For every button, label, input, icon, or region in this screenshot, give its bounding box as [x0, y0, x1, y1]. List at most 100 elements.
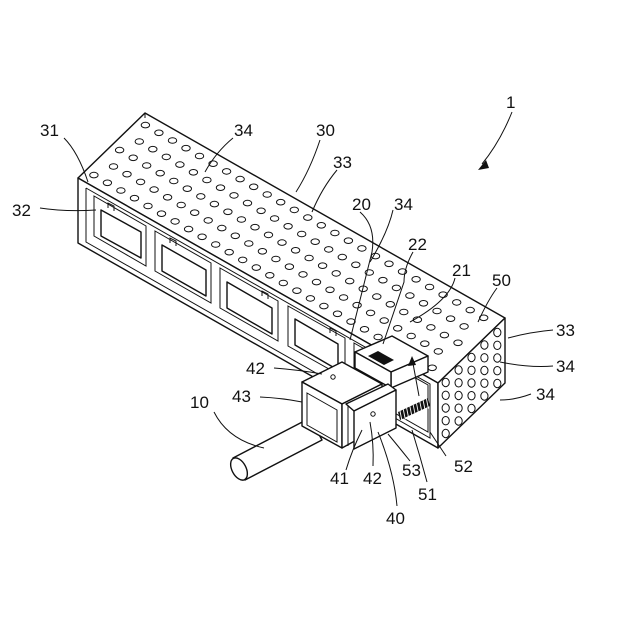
- vent-hole: [198, 234, 206, 240]
- vent-hole: [218, 225, 226, 231]
- vent-hole: [298, 231, 306, 237]
- label-10: 10: [190, 393, 209, 412]
- vent-hole: [468, 392, 475, 400]
- vent-hole: [293, 288, 301, 294]
- vent-hole: [177, 202, 185, 208]
- vent-hole: [433, 308, 441, 314]
- vent-hole: [481, 366, 488, 374]
- vent-hole: [183, 186, 191, 192]
- vent-hole: [224, 209, 232, 215]
- vent-hole: [258, 249, 266, 255]
- vent-hole: [239, 257, 247, 263]
- label-34-top: 34: [234, 121, 253, 140]
- vent-hole: [406, 293, 414, 299]
- vent-hole: [428, 365, 436, 371]
- vent-hole: [170, 178, 178, 184]
- vent-hole: [243, 200, 251, 206]
- vent-hole: [392, 285, 400, 291]
- vent-hole: [331, 230, 339, 236]
- vent-hole: [425, 284, 433, 290]
- ref-arrow-1: [478, 112, 512, 170]
- vent-hole: [453, 300, 461, 306]
- vent-hole: [299, 272, 307, 278]
- vent-hole: [304, 215, 312, 221]
- vent-hole: [266, 273, 274, 279]
- vent-hole: [442, 404, 449, 412]
- vent-hole: [184, 226, 192, 232]
- label-33-top: 33: [333, 153, 352, 172]
- vent-hole: [257, 208, 265, 214]
- vent-hole: [216, 185, 224, 191]
- vent-hole: [346, 278, 354, 284]
- vent-hole: [373, 294, 381, 300]
- label-34-mid: 34: [394, 195, 413, 214]
- vent-hole: [312, 279, 320, 285]
- vent-hole: [317, 223, 325, 229]
- vent-hole: [353, 302, 361, 308]
- label-33-right: 33: [556, 321, 575, 340]
- label-50: 50: [492, 271, 511, 290]
- vent-hole: [195, 153, 203, 159]
- vent-hole: [494, 328, 501, 336]
- vent-hole: [236, 176, 244, 182]
- vent-hole: [305, 255, 313, 261]
- vent-hole: [231, 233, 239, 239]
- vent-hole: [481, 341, 488, 349]
- label-21: 21: [452, 261, 471, 280]
- vent-hole: [182, 145, 190, 151]
- vent-hole: [191, 210, 199, 216]
- vent-hole: [245, 241, 253, 247]
- vent-hole: [407, 333, 415, 339]
- vent-hole: [325, 247, 333, 253]
- vent-hole: [494, 379, 501, 387]
- vent-hole: [212, 242, 220, 248]
- label-34-right1: 34: [556, 357, 575, 376]
- vent-hole: [427, 325, 435, 331]
- vent-hole: [326, 287, 334, 293]
- vent-hole: [162, 154, 170, 160]
- vent-hole: [352, 262, 360, 268]
- vent-hole: [468, 404, 475, 412]
- vent-hole: [279, 280, 287, 286]
- vent-hole: [455, 404, 462, 412]
- vent-hole: [442, 429, 449, 437]
- vent-hole: [494, 341, 501, 349]
- vent-hole: [222, 169, 230, 175]
- vent-hole: [291, 248, 299, 254]
- vent-hole: [129, 155, 137, 161]
- vent-hole: [225, 249, 233, 255]
- label-41: 41: [330, 469, 349, 488]
- vent-hole: [460, 324, 468, 330]
- label-31: 31: [40, 121, 59, 140]
- vent-hole: [385, 261, 393, 267]
- vent-hole: [203, 177, 211, 183]
- vent-hole: [251, 224, 259, 230]
- vent-hole: [270, 216, 278, 222]
- label-20: 20: [352, 195, 371, 214]
- vent-hole: [144, 203, 152, 209]
- vent-hole: [318, 263, 326, 269]
- vent-hole: [360, 327, 368, 333]
- vent-hole: [380, 318, 388, 324]
- vent-hole: [446, 316, 454, 322]
- vent-hole: [454, 340, 462, 346]
- label-53: 53: [402, 461, 421, 480]
- label-1: 1: [506, 93, 515, 112]
- vent-hole: [197, 194, 205, 200]
- vent-hole: [237, 217, 245, 223]
- vent-hole: [250, 184, 258, 190]
- vent-hole: [442, 417, 449, 425]
- vent-hole: [103, 180, 111, 186]
- vent-hole: [306, 296, 314, 302]
- vent-hole: [421, 341, 429, 347]
- label-32: 32: [12, 201, 31, 220]
- vent-hole: [135, 139, 143, 145]
- vent-hole: [264, 232, 272, 238]
- vent-hole: [455, 379, 462, 387]
- label-51: 51: [418, 485, 437, 504]
- vent-hole: [494, 367, 501, 375]
- label-40: 40: [386, 509, 405, 528]
- vent-hole: [149, 146, 157, 152]
- vent-hole: [412, 277, 420, 283]
